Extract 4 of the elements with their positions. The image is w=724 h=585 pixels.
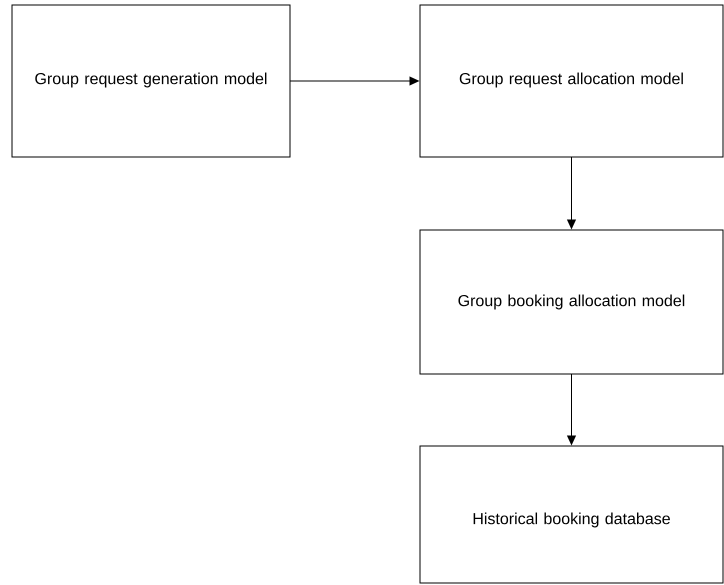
process-box: Group request allocation model [420,4,724,158]
process-box: Group booking allocation model [420,230,724,374]
process-box: Historical booking database [420,445,724,584]
process-box: Group request generation model [12,4,290,158]
